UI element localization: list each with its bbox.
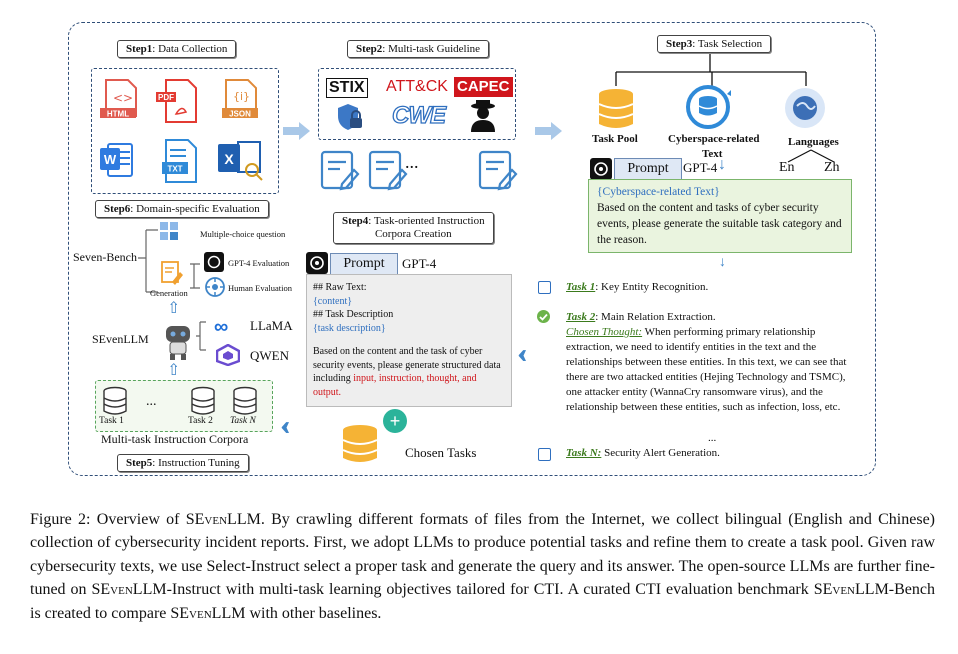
edit-doc-icon	[161, 261, 183, 285]
cyber-text-label: Cyberspace-related	[668, 133, 760, 145]
checklist-icon	[160, 222, 178, 240]
figure-frame	[68, 22, 876, 476]
arrow-up-icon: ⇧	[167, 362, 181, 379]
svg-text:W: W	[104, 152, 117, 167]
lang-zh: Zh	[824, 160, 840, 175]
svg-text:PDF: PDF	[158, 93, 174, 102]
task-selection-prompt: {Cyberspace-related Text} Based on the c…	[588, 179, 852, 253]
txt-file-icon: TXT	[162, 139, 197, 183]
prompt-chip: Prompt	[614, 158, 682, 180]
attack-logo: ATT&CK	[386, 78, 448, 95]
arrow-right-icon	[535, 122, 562, 140]
figure-caption: Figure 2: Overview of SEvenLLM. By crawl…	[30, 511, 935, 622]
gpt4-eval-label: GPT-4 Evaluation	[228, 258, 290, 268]
generation-label: Generation	[150, 288, 188, 298]
hacker-icon	[471, 100, 495, 132]
double-chevron-left-icon: ‹‹	[280, 410, 290, 441]
chosen-tasks-label: Chosen Tasks	[405, 445, 477, 460]
double-chevron-left-icon: ‹‹	[517, 338, 527, 369]
step6-label: Step6: Domain-specific Evaluation	[95, 200, 269, 218]
robot-icon	[166, 326, 190, 360]
document-edit-icons	[320, 150, 518, 191]
gpt4-label: GPT-4	[683, 160, 718, 175]
svg-text:TXT: TXT	[167, 165, 182, 174]
gpt4-label: GPT-4	[402, 256, 437, 271]
sevenllm-label: SEvenLLM	[92, 332, 149, 346]
corpus-taskN: Task N	[230, 416, 256, 426]
human-brain-icon	[205, 277, 225, 297]
task-pool-label: Task Pool	[592, 133, 638, 145]
capec-logo: CAPEC	[454, 77, 513, 97]
qwen-logo-icon	[216, 344, 240, 366]
gen-bracket	[190, 263, 200, 289]
svg-text:JSON: JSON	[229, 110, 251, 119]
json-file-icon: {i} JSON	[222, 79, 258, 119]
lang-en: En	[779, 160, 795, 175]
languages-label: Languages	[788, 136, 839, 148]
taskN-checkbox	[538, 448, 551, 461]
openai-icon	[204, 252, 224, 272]
step5-label: Step5: Instruction Tuning	[117, 454, 249, 472]
database-icon	[342, 425, 378, 462]
openai-icon	[306, 252, 328, 274]
database-icon	[598, 89, 634, 128]
guideline-box	[318, 68, 516, 140]
excel-file-icon: X	[218, 141, 263, 181]
ellipsis: ...	[405, 152, 419, 172]
corpus-task1: Task 1	[99, 416, 124, 426]
taskN-item: Task N: Security Alert Generation.	[566, 447, 720, 459]
pdf-file-icon: PDF	[156, 79, 197, 123]
qwen-label: QWEN	[250, 348, 289, 363]
arrow-right-icon	[283, 122, 310, 140]
model-bracket	[196, 321, 206, 351]
arrow-up-icon: ⇧	[167, 300, 181, 317]
html-file-icon: <> HTML	[100, 79, 137, 119]
arrow-down-icon: ↓	[719, 255, 726, 270]
svg-text:X: X	[224, 151, 234, 167]
prompt-chip: Prompt	[330, 253, 398, 275]
data-collection-box	[91, 68, 279, 194]
plus-icon: +	[383, 409, 407, 433]
meta-logo-icon: ∞	[214, 316, 229, 338]
svg-text:HTML: HTML	[107, 110, 129, 119]
task2-item: Task 2: Main Relation Extraction. Chosen…	[566, 311, 847, 413]
step1-label: Step1: Data Collection	[117, 40, 237, 58]
corpora-label: Multi-task Instruction Corpora	[101, 432, 249, 446]
shield-lock-icon	[338, 104, 362, 130]
svg-text:<>: <>	[113, 91, 133, 105]
cwe-logo: CWE	[391, 101, 446, 129]
file-format-icons: <> HTML PDF {i} JSON W TXT X	[100, 79, 263, 183]
ellipsis: ...	[708, 432, 717, 444]
language-branch	[787, 149, 835, 163]
llama-label: LLaMA	[250, 318, 293, 333]
seven-bench-label: Seven-Bench	[73, 250, 137, 264]
svg-text:{i}: {i}	[233, 90, 250, 103]
mcq-label: Multiple-choice question	[200, 229, 286, 239]
cyber-text-label-2: Text	[702, 148, 723, 160]
ellipsis: ...	[146, 394, 157, 409]
task1-checkbox	[538, 281, 551, 294]
instruction-prompt: ## Raw Text: {content} ## Task Descripti…	[306, 274, 512, 407]
step2-label: Step2: Multi-task Guideline	[347, 40, 490, 58]
stix-logo: STIX	[326, 78, 368, 98]
task1-item: Task 1: Key Entity Recognition.	[566, 281, 709, 293]
tree-connector	[615, 54, 807, 86]
openai-icon	[590, 158, 612, 180]
globe-icon	[785, 88, 825, 128]
arrow-down-icon: ↓	[718, 156, 726, 173]
human-eval-label: Human Evaluation	[228, 283, 292, 293]
word-file-icon: W	[100, 143, 133, 177]
bench-bracket	[138, 229, 158, 293]
cyber-database-icon	[686, 85, 731, 129]
corpus-task2: Task 2	[188, 416, 213, 426]
check-icon	[537, 310, 550, 323]
corpus-databases	[103, 386, 257, 415]
step3-label: Step3: Task Selection	[657, 35, 772, 53]
